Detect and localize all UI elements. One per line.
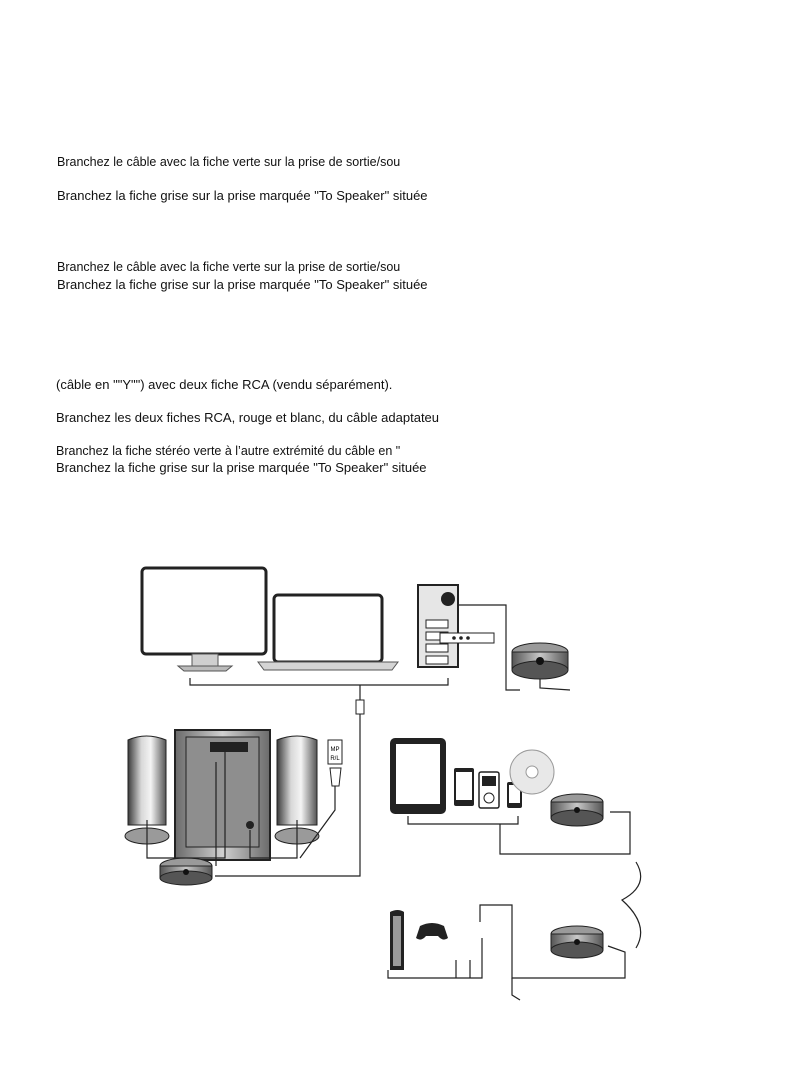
instruction-line-8: Branchez la fiche grise sur la prise mar… [56, 460, 427, 475]
console-wiring [387, 904, 626, 1001]
instruction-line-3: Branchez le câble avec la fiche verte su… [57, 260, 401, 274]
phone-icon [454, 768, 474, 806]
instruction-line-6: Branchez les deux fiches RCA, rouge et b… [56, 410, 440, 425]
instruction-line-4: Branchez la fiche grise sur la prise mar… [57, 277, 428, 292]
connection-diagram: MP R/L [124, 566, 642, 1001]
subwoofer-icon [174, 729, 271, 861]
device-wiring [407, 811, 642, 949]
speaker-wiring [146, 745, 336, 866]
mp3-player-icon [478, 771, 500, 809]
plug-icon [355, 699, 365, 715]
top-wiring [189, 604, 571, 877]
audio-adapter-puck-icon [550, 925, 604, 959]
monitor-icon [140, 566, 268, 672]
svg-text:MP: MP [331, 747, 340, 753]
cd-icon [509, 749, 555, 795]
audio-adapter-puck-icon [511, 642, 569, 680]
gamepad-icon [416, 923, 448, 940]
instruction-line-1: Branchez le câble avec la fiche verte su… [57, 155, 401, 169]
laptop-icon [257, 593, 399, 671]
audio-adapter-puck-icon [550, 793, 604, 827]
game-console-icon [390, 910, 404, 970]
left-speaker-icon [124, 735, 170, 845]
speaker-input-label: MP R/L [327, 739, 343, 787]
tablet-icon [390, 738, 446, 814]
svg-text:R/L: R/L [330, 756, 340, 762]
pc-tower-icon [417, 584, 495, 668]
instruction-line-5: (câble en ""Y"") avec deux fiche RCA (ve… [56, 377, 393, 392]
audio-adapter-puck-icon [159, 857, 213, 886]
instruction-line-2: Branchez la fiche grise sur la prise mar… [57, 188, 428, 203]
instruction-line-7: Branchez la fiche stéréo verte à l’autre… [56, 444, 401, 458]
